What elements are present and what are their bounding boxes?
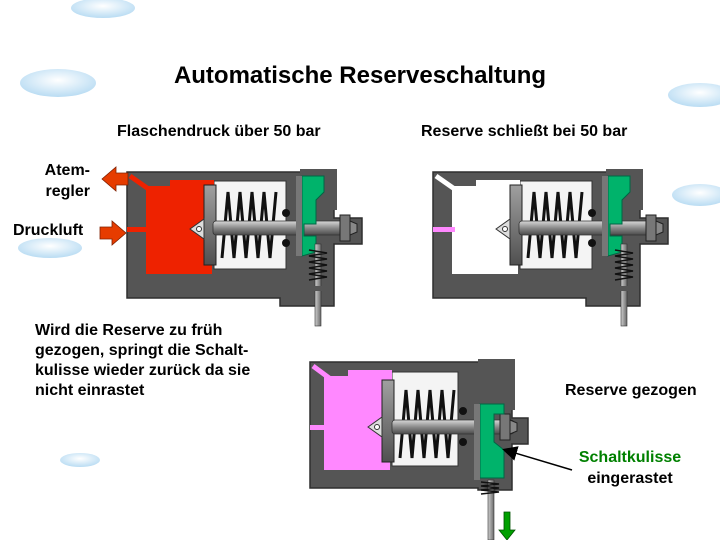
flow-arrows bbox=[99, 166, 129, 246]
cloud-shape bbox=[60, 453, 100, 467]
valve-closed bbox=[432, 169, 669, 327]
caption-closes: Reserve schließt bei 50 bar bbox=[421, 123, 628, 140]
valve-pin bbox=[374, 424, 380, 430]
lever-rod bbox=[620, 243, 628, 327]
caption-high-pressure: Flaschendruck über 50 bar bbox=[117, 123, 321, 140]
lever-base bbox=[287, 286, 331, 291]
page-title: Automatische Reserveschaltung bbox=[173, 62, 547, 89]
lever-spring bbox=[308, 249, 328, 281]
cloud-shape bbox=[71, 0, 135, 18]
detent-housing bbox=[296, 176, 302, 256]
bearing-dot bbox=[588, 209, 596, 217]
bearing-dot bbox=[282, 209, 290, 217]
callout-line1: Schaltkulisse bbox=[578, 449, 682, 466]
rod-nut bbox=[499, 413, 511, 441]
outlet-channel bbox=[311, 363, 350, 395]
label-atemregler-line1: Atem- bbox=[44, 162, 90, 179]
pressure-chamber-low bbox=[348, 370, 392, 382]
valve-high-pressure bbox=[126, 169, 363, 327]
outlet-channel bbox=[434, 173, 478, 207]
label-atemregler: Atem- regler bbox=[30, 160, 90, 202]
bearing-dot bbox=[282, 239, 290, 247]
inlet-channel bbox=[310, 425, 328, 430]
detent-housing bbox=[474, 404, 480, 480]
label-druckluft: Druckluft bbox=[13, 222, 84, 239]
callout-line bbox=[502, 446, 573, 471]
rod-tip bbox=[655, 220, 664, 236]
pressure-chamber-empty bbox=[476, 180, 520, 192]
arrow-compressed-air bbox=[99, 220, 127, 246]
cloud-shape bbox=[668, 83, 720, 107]
detent-slider bbox=[301, 175, 325, 257]
lever-spring bbox=[480, 481, 500, 495]
lever-base bbox=[593, 286, 637, 291]
callout-line2: eingerastet bbox=[587, 470, 673, 487]
detent-bracket bbox=[606, 169, 643, 210]
cloud-shape bbox=[672, 184, 720, 206]
detent-slider bbox=[607, 175, 631, 257]
caption-reserve-pulled: Reserve gezogen bbox=[565, 382, 697, 399]
valve-rod bbox=[391, 419, 515, 435]
bearing-dot bbox=[588, 239, 596, 247]
inlet-channel bbox=[433, 227, 455, 232]
valve-reserve-pulled bbox=[309, 359, 529, 540]
rod-tip bbox=[349, 220, 358, 236]
cloud-shape bbox=[18, 238, 82, 258]
detent-bracket bbox=[300, 169, 337, 210]
rod-tip bbox=[509, 419, 518, 435]
valve-pin bbox=[502, 226, 508, 232]
valve-rod bbox=[518, 220, 655, 236]
bearing-dot bbox=[459, 438, 467, 446]
rod-nut bbox=[339, 214, 351, 242]
pressure-chamber-high bbox=[170, 180, 214, 192]
cloud-shape bbox=[20, 69, 96, 97]
outlet-channel bbox=[128, 173, 172, 207]
note-text: Wird die Reserve zu früh gezogen, spring… bbox=[35, 322, 251, 399]
bearing-dot bbox=[459, 407, 467, 415]
detent-slider bbox=[479, 403, 505, 479]
lever-rod bbox=[314, 243, 322, 327]
lever-rod bbox=[487, 479, 495, 540]
valve-rod bbox=[212, 220, 349, 236]
arrow-to-regulator bbox=[101, 166, 129, 192]
detent-bracket bbox=[478, 359, 515, 410]
arrow-pull-down bbox=[498, 511, 516, 540]
inlet-channel bbox=[127, 227, 149, 232]
rod-nut bbox=[645, 214, 657, 242]
lever-spring bbox=[614, 249, 634, 281]
detent-housing bbox=[602, 176, 608, 256]
valve-pin bbox=[196, 226, 202, 232]
callout-detent-engaged: Schaltkulisse eingerastet bbox=[560, 447, 700, 489]
label-atemregler-line2: regler bbox=[45, 183, 90, 200]
